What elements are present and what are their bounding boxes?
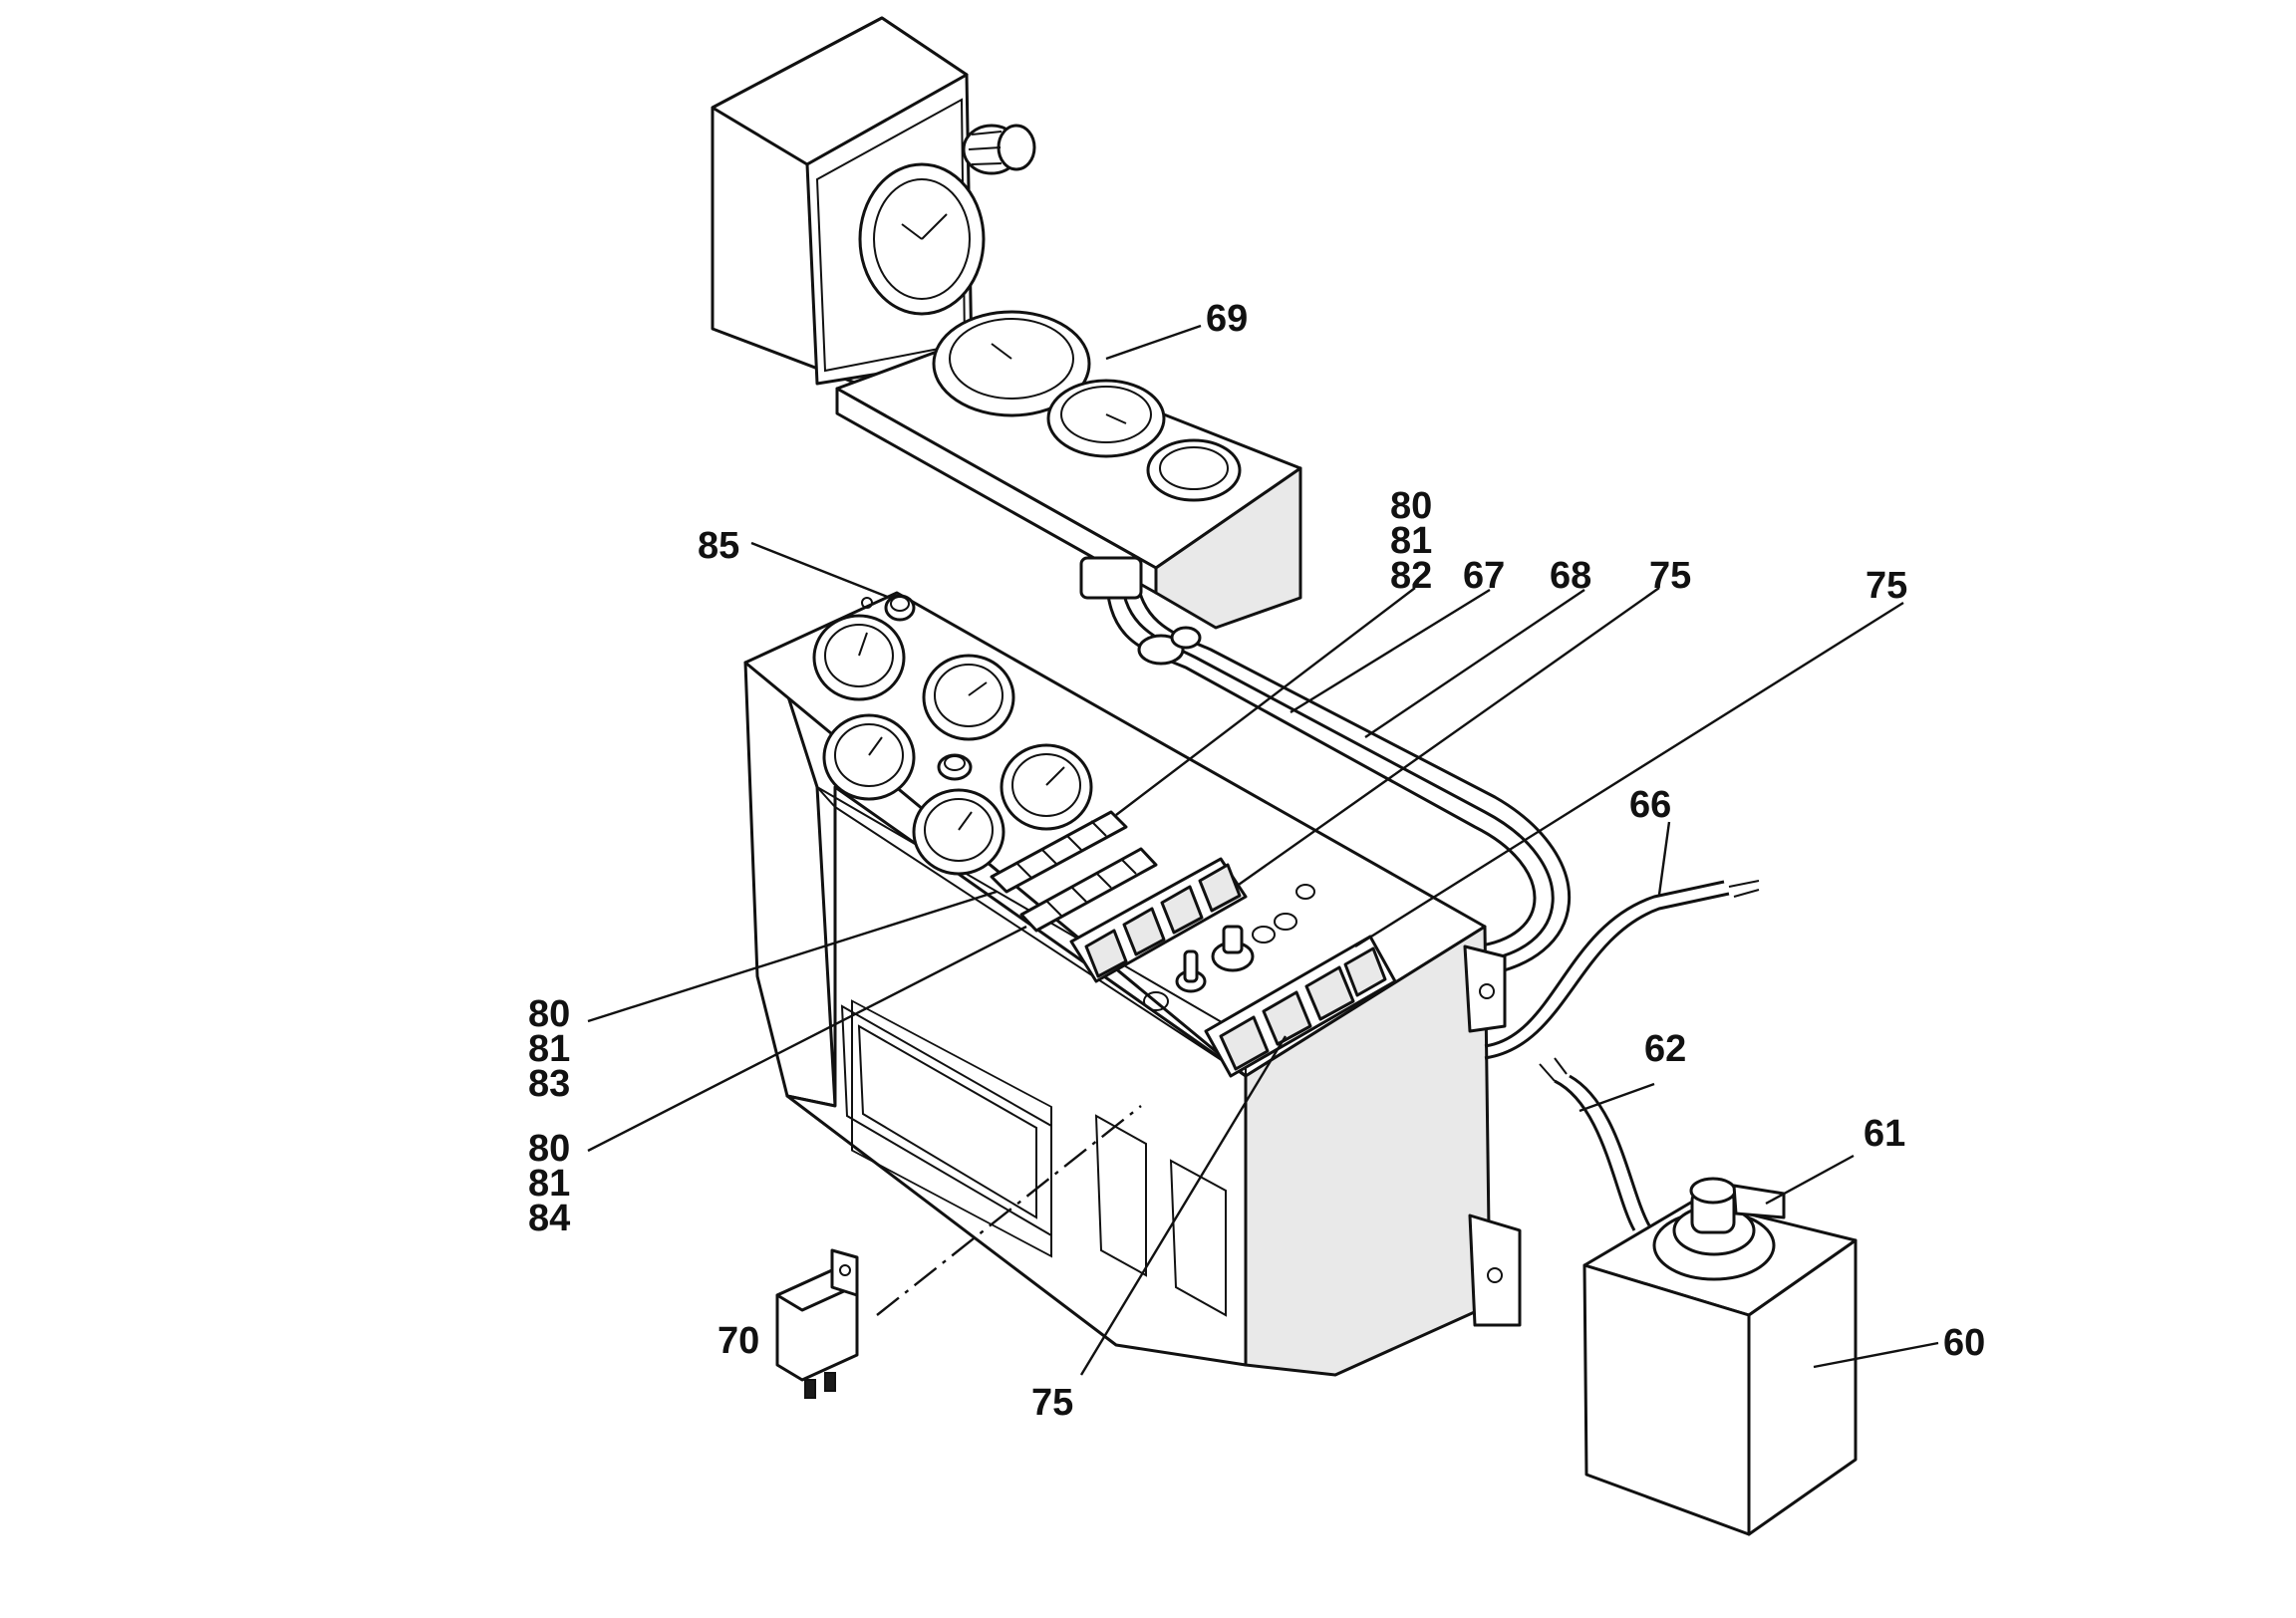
console-gauge-1	[812, 614, 906, 701]
callout-labels: 69 85 80 81 82 67 68 75 75 66 62 61 60 7…	[528, 298, 1985, 1424]
tachometer-gauge	[1046, 379, 1166, 458]
key-switch	[1211, 925, 1255, 972]
callout-80-top: 80	[1390, 485, 1432, 527]
warning-lamp	[861, 594, 916, 622]
console-gauge-2	[922, 654, 1015, 741]
console-gauge-3	[822, 713, 916, 801]
console-gauge-5	[912, 788, 1005, 876]
callout-68: 68	[1550, 555, 1591, 597]
indicator-lamp	[937, 753, 973, 781]
wire-62	[1539, 1057, 1651, 1231]
callout-75-b: 75	[1866, 565, 1907, 607]
toggle-switch	[1175, 949, 1207, 993]
callout-62: 62	[1644, 1028, 1686, 1070]
callout-75-bottom: 75	[1031, 1382, 1073, 1424]
callout-84: 84	[528, 1198, 570, 1239]
callout-67: 67	[1463, 555, 1505, 597]
fuse-strip-lower	[1019, 847, 1158, 933]
control-console	[743, 591, 1522, 1377]
callout-66: 66	[1629, 784, 1671, 826]
rocker-switch-group-1	[1069, 857, 1248, 983]
clock-gauge	[858, 162, 986, 316]
callout-69: 69	[1206, 298, 1248, 340]
callout-83: 83	[528, 1063, 570, 1105]
callout-80-mid: 80	[528, 993, 570, 1035]
dimmer-knob	[962, 124, 1036, 175]
wiring-harness	[1079, 556, 1572, 978]
fuel-gauge	[1146, 438, 1242, 502]
isolator-switch	[1652, 1177, 1786, 1281]
callout-75-a: 75	[1649, 555, 1691, 597]
speedometer-gauge	[932, 310, 1091, 417]
callout-81-low: 81	[528, 1163, 570, 1205]
callout-70: 70	[718, 1320, 759, 1362]
fuse-strip-upper	[990, 810, 1128, 894]
callout-61: 61	[1864, 1113, 1905, 1155]
callout-60: 60	[1943, 1322, 1985, 1364]
callout-81-mid: 81	[528, 1028, 570, 1070]
leader-lines	[587, 324, 1939, 1376]
callout-82: 82	[1390, 555, 1432, 597]
callout-81-top: 81	[1390, 520, 1432, 562]
rocker-switch-group-2	[1204, 935, 1397, 1078]
relay	[775, 1248, 859, 1399]
upper-instrument-housing	[711, 16, 1302, 630]
callout-80-low: 80	[528, 1128, 570, 1170]
wire-66	[1484, 880, 1760, 1060]
callout-85: 85	[698, 525, 739, 567]
battery-isolator-box	[1582, 1177, 1858, 1536]
console-gauge-4	[1000, 743, 1093, 831]
